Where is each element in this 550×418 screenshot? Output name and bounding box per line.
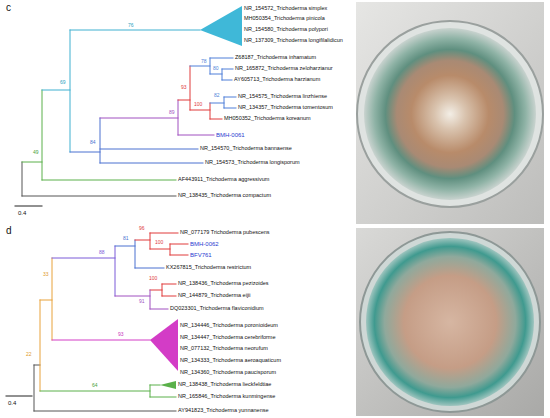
bootstrap-value: 82	[214, 93, 220, 98]
taxon-label: Z68187_Trichoderma inhamatum	[235, 55, 316, 61]
bootstrap-value: 76	[128, 23, 134, 28]
bootstrap-value: 80	[213, 66, 219, 71]
panel-letter: d	[6, 226, 12, 236]
isolate-label: BMH-0062	[190, 241, 219, 247]
tree-branch	[34, 365, 176, 411]
bootstrap-value: 96	[139, 226, 145, 231]
taxon-label: NR_138435_Trichoderma compactum	[178, 193, 271, 199]
bootstrap-value: 100	[194, 102, 202, 107]
taxon-label: NR_137309_Trichoderma longifilalidicun	[244, 38, 343, 44]
taxon-label: NR_165872_Trichoderma zeloharzianur	[235, 66, 333, 72]
bootstrap-value: 64	[92, 383, 98, 388]
taxon-label: MH050352_Trichoderma koreanum	[224, 116, 311, 122]
taxon-label: NR_144879_Trichoderma eijii	[178, 293, 251, 299]
bootstrap-value: 33	[43, 272, 49, 277]
tree-branch	[22, 162, 176, 196]
bootstrap-value: 49	[33, 150, 39, 155]
tree-branch	[115, 240, 164, 268]
bootstrap-value: 100	[155, 240, 163, 245]
collapsed-clade	[150, 319, 178, 371]
photo-background	[356, 228, 544, 416]
tree-branch	[40, 385, 176, 397]
bootstrap-value: 84	[90, 140, 96, 145]
taxon-label: NR_165846_Trichoderma kunmingense	[178, 394, 275, 400]
taxon-label: NR_134447_Trichoderma cerebriforme	[180, 335, 275, 341]
tree-branch	[100, 100, 214, 135]
tree-branch	[22, 90, 176, 180]
bootstrap-value: 69	[60, 80, 66, 85]
taxon-label: NR_154575_Trichoderma linzhiense	[238, 94, 327, 100]
scale-bar	[15, 206, 42, 207]
bootstrap-value: 81	[123, 236, 129, 241]
taxon-label: NR_077132_Trichoderma neorufum	[180, 346, 268, 352]
taxon-label: NR_134360_Trichoderma paucisporum	[180, 370, 276, 376]
taxon-label: AY605713_Trichoderma harzianum	[234, 77, 320, 83]
petri-dish-rim	[360, 232, 540, 412]
scale-label: 0.4	[18, 210, 26, 216]
collapsed-clade	[200, 6, 242, 46]
taxon-label: NR_154573_Trichoderma longisporum	[205, 160, 300, 166]
scale-bar	[6, 396, 32, 397]
bootstrap-value: 93	[118, 332, 124, 337]
bootstrap-value: 78	[201, 59, 207, 64]
tree-branch	[115, 290, 168, 309]
taxon-label: NR_138438_Trichoderma lieckfeldtiae	[178, 382, 271, 388]
petri-dish-culture	[366, 238, 534, 406]
taxon-label: NR_154580_Trichoderma polypori	[244, 27, 328, 33]
tree-branch	[190, 58, 236, 108]
tree-branch	[70, 118, 203, 163]
bootstrap-value: 91	[139, 299, 145, 304]
panel-letter: c	[6, 3, 11, 13]
bootstrap-value: 89	[169, 110, 175, 115]
petri-dish-rim	[357, 21, 543, 207]
tree-branch	[40, 258, 52, 391]
bootstrap-value: 100	[149, 276, 157, 281]
photo-background	[356, 2, 544, 224]
scale-label: 0.4	[8, 400, 16, 406]
taxon-label: AF443911_Trichoderma aggressivum	[178, 177, 269, 183]
bootstrap-value: 88	[99, 250, 105, 255]
taxon-label: DQ023301_Trichoderma flaviconidium	[170, 306, 264, 312]
tree-branch	[52, 340, 150, 341]
tree-branch	[42, 30, 200, 152]
taxon-label: NR_138436_Trichoderma pezizoides	[178, 281, 269, 287]
bootstrap-value: 22	[26, 352, 32, 357]
taxon-label: NR_154572_Trichoderma simplex	[244, 6, 327, 12]
isolate-label: BMH-0061	[216, 132, 245, 138]
taxon-label: NR_134446_Trichoderma poronioideum	[180, 323, 278, 329]
collapsed-clade	[160, 381, 176, 389]
petri-dish-culture	[364, 28, 536, 200]
taxon-label: NR_154570_Trichoderma bannaense	[200, 146, 292, 152]
taxon-label: KX267815_Trichoderma restrictum	[166, 265, 251, 271]
isolate-label: BFV761	[190, 252, 212, 258]
taxon-label: NR_134357_Trichoderma tomentosum	[238, 105, 333, 111]
tree-branch	[52, 246, 115, 296]
taxon-label: NR_077179 Trichoderma pubescens	[180, 230, 270, 236]
taxon-label: MH050354_Trichoderma pinicola	[244, 16, 325, 22]
taxon-label: AY941823_Trichoderma yunnanense	[178, 408, 269, 414]
bootstrap-value: 93	[181, 85, 187, 90]
taxon-label: NR_134333_Trichoderma aeroaquaticum	[180, 358, 281, 364]
